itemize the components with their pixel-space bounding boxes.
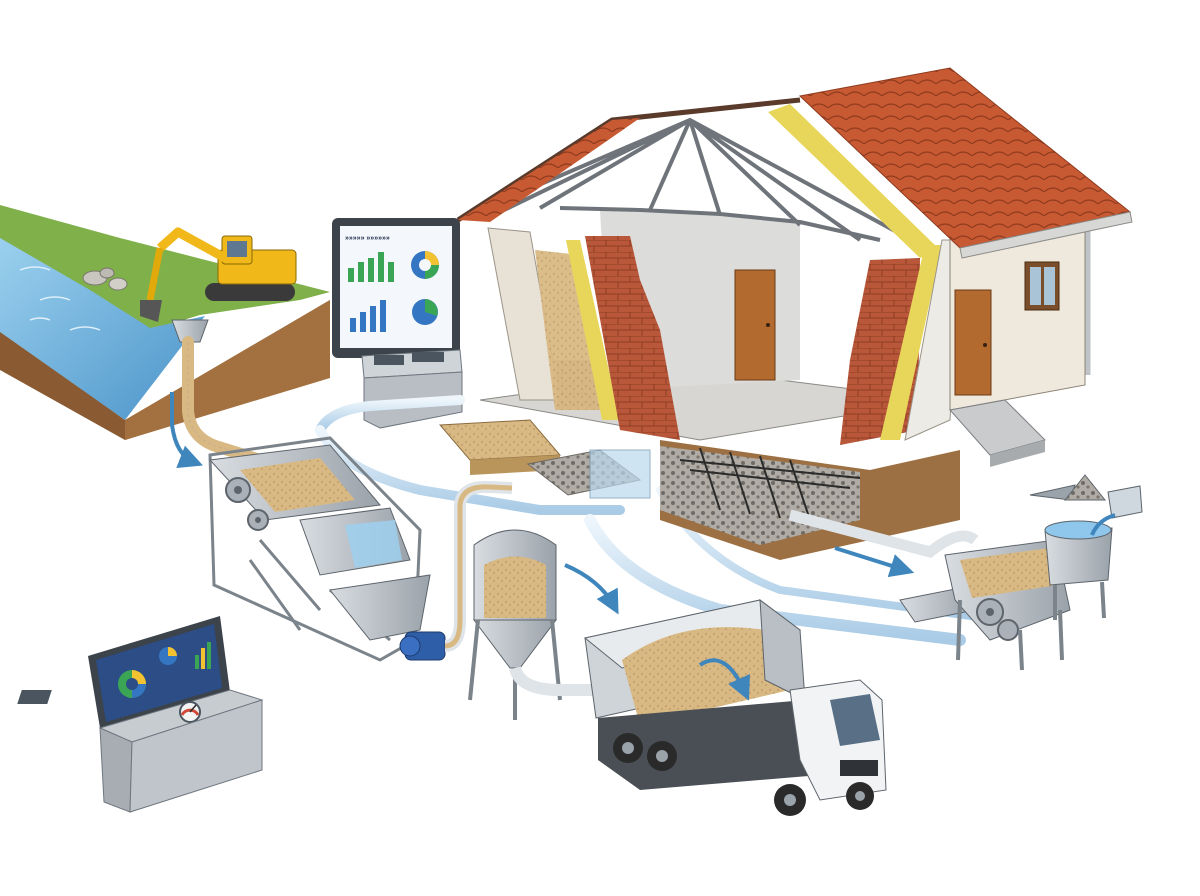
pie-chart-icon (118, 670, 146, 698)
collection-hopper (329, 574, 431, 641)
gravel-cone-icon (1063, 474, 1107, 501)
roof-truss (461, 118, 931, 252)
bar-chart-icon (195, 642, 211, 669)
truck-wheels (613, 733, 874, 816)
foundation-blocks (438, 419, 651, 499)
front-door (954, 289, 992, 396)
bank-soil-side (0, 300, 330, 440)
bank-soil-front (125, 300, 330, 440)
gear-icon (997, 619, 1019, 641)
flow-arrow-icon (698, 658, 750, 701)
entry-steps (949, 399, 1046, 467)
roof-tiles-right (798, 67, 1132, 249)
monitor-icon: »»»»» »»»»»» (332, 218, 460, 358)
screen-water (345, 520, 402, 568)
excavator-icon (140, 227, 297, 322)
bar-chart-icon (348, 252, 394, 282)
river-icon (0, 238, 205, 420)
pie-chart-icon (411, 251, 439, 279)
insulation-left (566, 240, 620, 420)
console-cabinet (99, 727, 133, 813)
pie-chart-icon (412, 299, 438, 325)
screen-sand (240, 458, 355, 512)
container-sand (622, 627, 795, 725)
keypad (17, 690, 52, 704)
flow-arrow-icon (564, 563, 619, 615)
truck-icon (583, 598, 887, 816)
silo-icon (468, 529, 598, 720)
roof-insulation (768, 104, 940, 258)
roof-fascia (959, 211, 1133, 259)
console-cabinet-front (129, 699, 263, 813)
rebar-grid (679, 447, 861, 521)
brick-wall-left (585, 236, 680, 440)
insulation-right (880, 245, 942, 440)
bar-chart-icon (350, 300, 386, 332)
house-cutaway-icon (456, 67, 1133, 560)
monitor-title: »»»»» »»»»»» (345, 235, 390, 242)
control-panel-icon (361, 349, 463, 429)
gauge-icon (179, 701, 201, 723)
control-panel-icon (17, 616, 264, 813)
bank-rocks (82, 267, 128, 291)
mixer-icon (899, 474, 1143, 671)
pump-motor-icon (399, 631, 446, 661)
monitor-screen (340, 226, 452, 348)
mixer-sand (960, 548, 1058, 598)
roof-tiles-left (458, 118, 640, 222)
mixer-legs (956, 599, 1064, 671)
truck-windshield (830, 694, 880, 746)
silo-sand (484, 556, 546, 618)
excavator-arm (146, 247, 164, 301)
silo-cone (473, 619, 557, 669)
excavator-window (227, 241, 247, 257)
water-pour (1090, 513, 1116, 536)
glass-tank (589, 449, 651, 499)
screening-machine-icon (208, 436, 446, 662)
flow-arrow-icon (170, 392, 203, 468)
flow-arrow-icon (834, 546, 915, 578)
sand-pipe-to-mixer (788, 509, 979, 559)
excavator-bucket (140, 300, 162, 322)
excavator-tracks (205, 283, 295, 301)
river-ripples (19, 266, 101, 331)
excavator-boom (157, 227, 228, 262)
mixer-tank-legs (1053, 581, 1106, 620)
bucket-icon (1107, 485, 1143, 519)
pie-chart-icon (159, 647, 177, 665)
console-screen (96, 624, 222, 722)
intake-hopper (171, 319, 266, 466)
silo-chute (509, 666, 598, 696)
